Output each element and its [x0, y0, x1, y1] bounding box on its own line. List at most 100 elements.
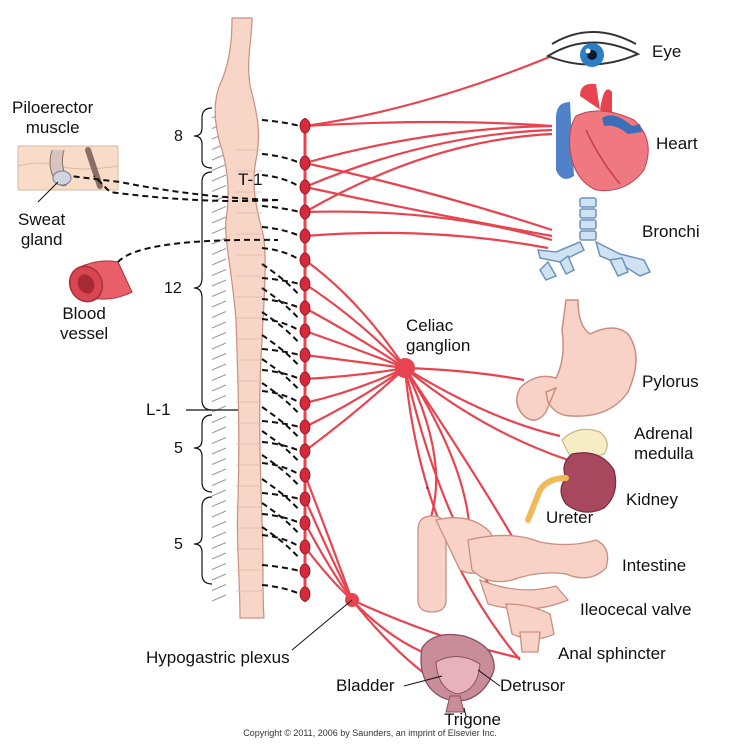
celiac-ganglion-node	[395, 358, 415, 378]
spinal-root-tick	[212, 511, 226, 517]
postganglionic-fiber	[305, 284, 405, 368]
lumbar-bracket	[194, 415, 212, 492]
preganglionic-fiber	[262, 585, 300, 594]
spinal-root-tick	[212, 427, 226, 433]
preganglionic-fiber	[262, 175, 300, 187]
spinal-root-tick	[212, 480, 226, 486]
spinal-root-tick	[212, 459, 226, 465]
postganglionic-fiber	[305, 233, 548, 248]
preganglionic-fiber	[262, 120, 300, 126]
chain-ganglion	[300, 492, 310, 506]
preganglionic-fiber	[262, 479, 300, 511]
chain-ganglion	[300, 372, 310, 386]
ileocecal-valve-label: Ileocecal valve	[580, 600, 692, 620]
spinal-root-tick	[212, 312, 226, 318]
postganglionic-fiber	[305, 547, 352, 600]
cervical-segment-number: 8	[174, 128, 183, 146]
spinal-root-tick	[212, 595, 226, 601]
preganglionic-fiber	[262, 288, 300, 320]
postganglionic-fiber	[305, 130, 552, 187]
preganglionic-fiber	[262, 335, 300, 367]
preganglionic-fiber	[262, 503, 300, 535]
spinal-root-tick	[212, 207, 226, 213]
pylorus-label: Pylorus	[642, 372, 699, 392]
spinal-root-tick	[212, 543, 226, 549]
spinal-root-tick	[212, 564, 226, 570]
spinal-root-tick	[212, 175, 226, 181]
spinal-root-tick	[212, 490, 226, 496]
bladder-label: Bladder	[336, 676, 395, 696]
spinal-root-tick	[212, 165, 226, 171]
preganglionic-fiber	[262, 565, 300, 571]
preganglionic-fiber	[262, 299, 300, 308]
spinal-root-tick	[212, 469, 226, 475]
chain-ganglion	[300, 396, 310, 410]
bronchi-icon	[538, 198, 650, 280]
heart-label: Heart	[656, 134, 698, 154]
spinal-root-tick	[212, 553, 226, 559]
spinal-root-tick	[212, 574, 226, 580]
spinal-root-tick	[212, 385, 226, 391]
chain-ganglion	[300, 420, 310, 434]
preganglionic-fiber	[262, 359, 300, 391]
blood-vessel-label: Blood vessel	[60, 304, 108, 344]
spinal-root-tick	[212, 417, 226, 423]
chain-ganglion	[300, 587, 310, 601]
spinal-root-tick	[212, 280, 226, 286]
spinal-root-tick	[212, 217, 226, 223]
t1-label: T-1	[238, 170, 263, 190]
spinal-root-tick	[212, 438, 226, 444]
spinal-root-tick	[212, 186, 226, 192]
cervical-bracket	[194, 108, 212, 168]
chain-ganglion	[300, 564, 310, 578]
postganglionic-fiber	[305, 308, 405, 368]
thoracic-bracket	[194, 172, 212, 410]
spinal-root-tick	[212, 448, 226, 454]
postganglionic-fiber	[305, 368, 405, 451]
spinal-root-tick	[212, 322, 226, 328]
anal-sphincter-label: Anal sphincter	[558, 644, 666, 664]
stomach-icon	[517, 300, 636, 420]
l1-label: L-1	[146, 400, 171, 420]
spinal-root-tick	[212, 259, 226, 265]
intestine-icon	[418, 516, 608, 652]
spinal-root-tick	[212, 585, 226, 591]
ureter-label: Ureter	[546, 508, 593, 528]
eye-label: Eye	[652, 42, 681, 62]
chain-ganglion	[300, 444, 310, 458]
sacral-segment-number: 5	[174, 536, 183, 554]
kidney-label: Kidney	[626, 490, 678, 510]
postganglionic-fiber	[305, 212, 552, 240]
preganglionic-fiber	[262, 442, 300, 451]
chain-ganglion	[300, 180, 310, 194]
chain-ganglion	[300, 156, 310, 170]
chain-ganglion	[300, 324, 310, 338]
detrusor-label: Detrusor	[500, 676, 565, 696]
spinal-root-tick	[212, 354, 226, 360]
trigone-label: Trigone	[444, 710, 501, 730]
postganglionic-fiber	[305, 122, 552, 126]
spinal-root-tick	[212, 406, 226, 412]
preganglionic-fiber	[262, 514, 300, 523]
spinal-root-tick	[212, 396, 226, 402]
spinal-root-tick	[212, 228, 226, 234]
spinal-root-tick	[212, 375, 226, 381]
spinal-root-tick	[212, 291, 226, 297]
hypogastric-leader	[292, 600, 352, 650]
chain-ganglion	[300, 205, 310, 219]
spinal-root-tick	[212, 270, 226, 276]
sweat-gland-label: Sweat gland	[18, 210, 65, 250]
celiac-ganglion-label: Celiac ganglion	[406, 316, 470, 356]
kidney-icon	[528, 429, 616, 520]
chain-ganglion	[300, 540, 310, 554]
postganglionic-fiber	[305, 499, 352, 600]
sweat-gland-icon	[53, 171, 71, 185]
lumbar-segment-number: 5	[174, 440, 183, 458]
preganglionic-fiber	[262, 206, 300, 212]
spinal-nerve-roots	[212, 112, 226, 601]
spinal-root-tick	[212, 522, 226, 528]
chain-ganglion	[300, 468, 310, 482]
chain-ganglion	[300, 229, 310, 243]
